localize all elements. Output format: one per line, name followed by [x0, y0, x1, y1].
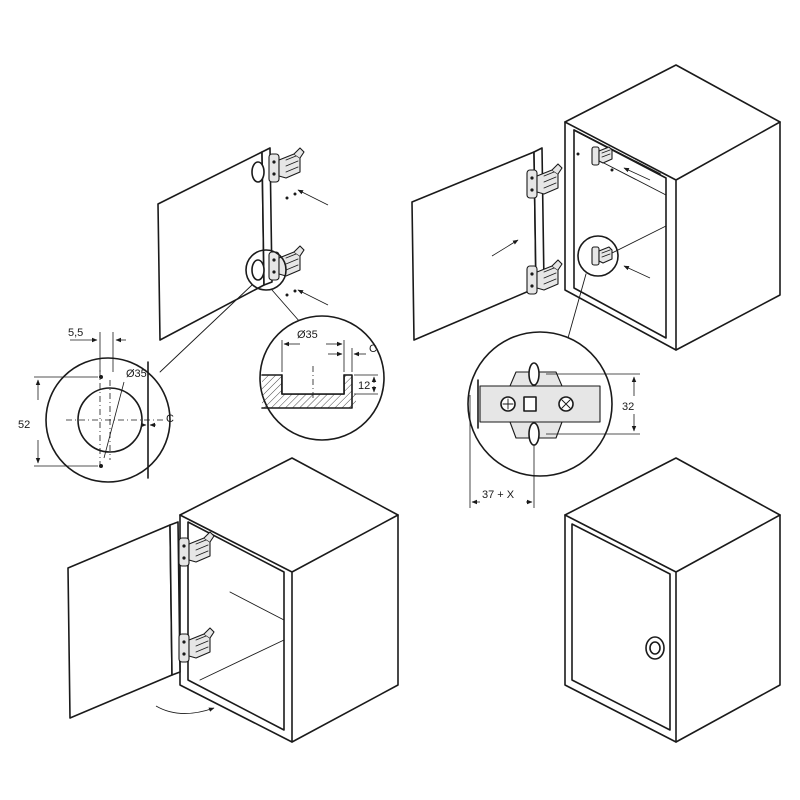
screw-arrow-lower — [297, 289, 329, 306]
closed-carcass — [564, 457, 781, 743]
closed-cabinet — [564, 457, 781, 743]
door-knob — [645, 636, 665, 660]
door-panel-with-hinges — [157, 147, 329, 373]
drilling-section-detail: Ø35 C 12 — [259, 315, 385, 441]
dim-diameter-label: Ø35 — [126, 368, 147, 380]
detail-circle-marker — [245, 249, 287, 291]
section-diameter-label: Ø35 — [297, 329, 318, 341]
plate-setback-label: 37 + X — [482, 489, 515, 501]
door-front-face — [157, 151, 265, 341]
mounting-arrow — [491, 239, 519, 257]
open-carcass — [179, 457, 399, 743]
cup-hole-circle — [77, 387, 143, 453]
dim-edge-label: C — [166, 413, 174, 425]
dim-offset-label: 5,5 — [68, 327, 83, 339]
section-depth-label: 12 — [358, 380, 370, 392]
upper-hinge-cup — [251, 147, 305, 183]
open-cabinet-assembly — [67, 457, 399, 743]
section-edge-label: C — [369, 343, 377, 355]
plate-spacing-label: 32 — [622, 401, 634, 413]
door-and-carcass-assembly — [411, 64, 781, 351]
open-door-face — [67, 524, 173, 719]
loose-door-face — [411, 151, 537, 341]
closed-door-outline — [571, 523, 671, 731]
carcass-front — [564, 64, 781, 351]
screw-hole-upper — [99, 375, 103, 379]
plate-slot-lower — [528, 422, 540, 446]
screw-arrow-upper — [297, 189, 329, 206]
hole-position-detail: 5,5 Ø35 52 C — [18, 327, 174, 483]
mounting-plate-detail: 32 37 + X — [467, 331, 640, 508]
mounting-plate-body — [479, 385, 601, 423]
door-swing-arrow — [155, 705, 215, 714]
dim-height-label: 52 — [18, 419, 30, 431]
lower-hinge-cup — [251, 245, 305, 281]
screw-hole-lower — [99, 464, 103, 468]
plate-detail-marker — [577, 235, 619, 277]
plate-slot-upper — [528, 362, 540, 386]
